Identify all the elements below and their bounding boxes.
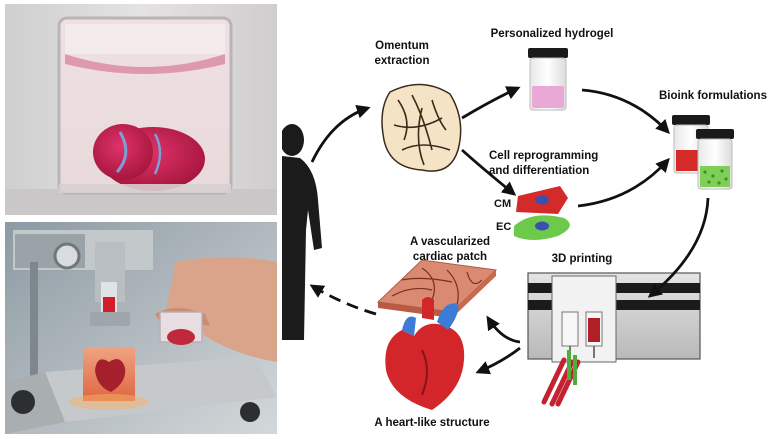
reprogramming-label-line1: Cell reprogramming xyxy=(489,150,598,162)
bioink-label: Bioink formulations xyxy=(659,90,767,102)
hydrogel-vial-icon xyxy=(528,48,568,111)
patch-label-line2: cardiac patch xyxy=(413,251,487,263)
omentum-label-line1: Omentum xyxy=(375,40,429,52)
cardiac-patch-icon xyxy=(376,259,498,318)
omentum-tissue-icon xyxy=(381,83,462,172)
process-diagram: Omentum extraction Personalized hydrogel… xyxy=(282,28,767,429)
omentum-label: Omentum extraction xyxy=(375,40,430,67)
human-silhouette-icon xyxy=(282,124,322,340)
heart-label: A heart-like structure xyxy=(374,417,489,429)
endothelial-cell-icon xyxy=(514,215,570,240)
bioink-vials-icon xyxy=(672,115,734,190)
omentum-label-line2: extraction xyxy=(375,55,430,67)
heart-structure-icon xyxy=(385,297,465,410)
photo-3d-printer-setup xyxy=(5,222,277,434)
reprogramming-label-line2: and differentiation xyxy=(489,165,589,177)
patch-label-line1: A vascularized xyxy=(410,236,490,248)
cardiomyocyte-cell-icon xyxy=(516,186,568,214)
ec-label: EC xyxy=(496,221,511,233)
process-arrows xyxy=(309,86,710,375)
3d-printer-icon xyxy=(527,272,701,407)
patch-label: A vascularized cardiac patch xyxy=(410,236,490,263)
cm-label: CM xyxy=(494,198,511,210)
hydrogel-label: Personalized hydrogel xyxy=(491,28,614,40)
reprogramming-label: Cell reprogramming and differentiation xyxy=(489,150,598,177)
printing-label: 3D printing xyxy=(552,253,613,265)
photo-printed-heart-in-cube xyxy=(5,4,277,215)
